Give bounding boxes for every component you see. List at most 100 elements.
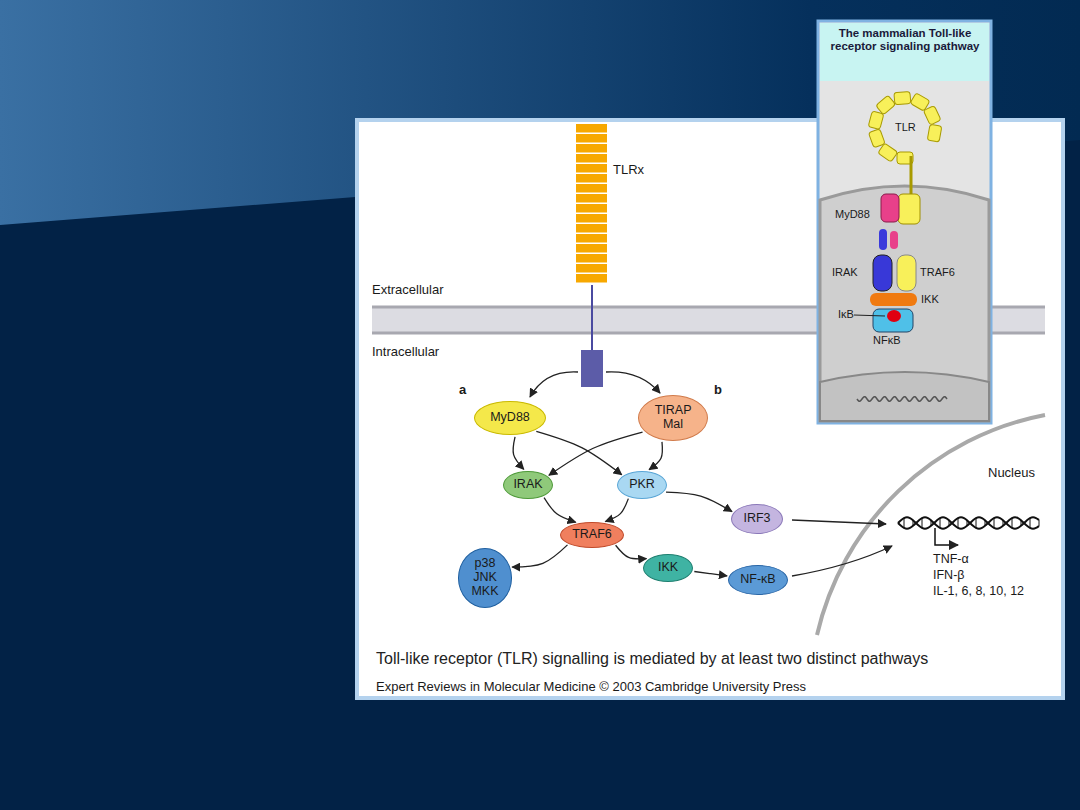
lrr-segment	[923, 106, 941, 126]
figure-label: a	[459, 383, 466, 398]
pathway-node: NF-κB	[728, 565, 788, 595]
pathway-node: TRAF6	[560, 522, 623, 548]
tlr-tir	[898, 194, 920, 224]
leader-line	[854, 315, 885, 316]
dna-rung	[913, 520, 914, 526]
receptor-segment	[576, 154, 607, 163]
pathway-node: PKR	[617, 471, 667, 499]
inset-label: NFκB	[873, 334, 901, 347]
receptor-segment	[576, 224, 607, 233]
node-text: IRAK	[513, 478, 542, 492]
arrow	[606, 372, 660, 393]
transcription-arrow	[935, 528, 958, 545]
inset-label: TLR	[895, 121, 916, 134]
dna-rung	[1003, 520, 1004, 526]
death-domain	[879, 229, 887, 250]
figure-label: IFN-β	[933, 568, 965, 582]
receptor-segment	[576, 134, 607, 143]
inset-figure	[818, 21, 991, 423]
traf6-shape	[897, 255, 916, 291]
signal-arrow	[513, 437, 524, 469]
signal-arrow	[512, 545, 567, 567]
figure-label: TNF-α	[933, 552, 969, 566]
inset-label: IκB	[838, 308, 854, 321]
irak-shape	[873, 255, 892, 291]
lrr-segment	[868, 111, 884, 130]
inset-label: TRAF6	[920, 266, 955, 279]
receptor-segment	[576, 124, 607, 133]
dna-rung	[1021, 520, 1022, 526]
transmembrane-stem	[591, 285, 593, 350]
receptor-segment	[576, 194, 607, 203]
tlr-receptor	[576, 124, 607, 387]
signal-arrow	[544, 498, 576, 523]
signal-arrow	[666, 492, 732, 511]
figure-label: Extracellular	[372, 283, 444, 298]
node-text: MyD88	[490, 411, 530, 425]
figure-label: Nucleus	[988, 466, 1035, 481]
dna-rung	[949, 520, 950, 526]
figure-label: IL-1, 6, 8, 10, 12	[933, 584, 1024, 598]
inset-dna	[857, 397, 947, 402]
arrow	[530, 372, 578, 397]
pathway-node: IRAK	[503, 471, 552, 499]
inset-nucleus	[820, 372, 989, 421]
inset-title-box	[820, 23, 989, 81]
node-text: PKR	[629, 478, 655, 492]
receptor-segment	[576, 234, 607, 243]
receptor-segment	[576, 244, 607, 253]
dna-strand	[898, 517, 1039, 528]
nuclear-envelope	[817, 415, 1045, 635]
inset-panel	[818, 21, 991, 423]
inset-cell-membrane	[820, 186, 989, 421]
death-domain	[890, 231, 898, 249]
signal-arrow	[649, 442, 662, 470]
pathway-node: MyD88	[474, 401, 546, 435]
receptor-segment	[576, 174, 607, 183]
lrr-segment	[878, 143, 898, 162]
inset-label: IKK	[921, 293, 939, 306]
inset-label: MyD88	[835, 208, 870, 221]
receptor-segment	[576, 254, 607, 263]
arrow	[792, 520, 886, 524]
node-text: IKK	[658, 561, 678, 575]
figure-panel	[357, 120, 1063, 698]
signal-arrow	[605, 499, 628, 522]
nfkb-shape	[873, 309, 913, 332]
dna-strand	[898, 517, 1039, 528]
lrr-segment	[868, 129, 885, 148]
dna-rung	[958, 518, 959, 528]
dna-rung	[940, 518, 941, 528]
dna-rung	[931, 520, 932, 526]
figure-label: b	[714, 383, 722, 398]
receptor-segment	[576, 274, 607, 283]
dna-helix	[898, 517, 1039, 528]
figure-label: TLRx	[613, 163, 644, 178]
node-text: p38 JNK MKK	[471, 557, 498, 598]
receptor-segment	[576, 214, 607, 223]
receptor-segment	[576, 164, 607, 173]
receptor-segment	[576, 204, 607, 213]
dna-rung	[985, 520, 986, 526]
signal-arrow	[694, 572, 727, 576]
node-text: TRAF6	[572, 528, 612, 542]
signal-arrow	[536, 431, 621, 474]
lrr-segment	[876, 95, 896, 114]
figure-label: Intracellular	[372, 345, 439, 360]
myd88-shape	[881, 194, 899, 222]
signal-arrow	[616, 545, 647, 559]
dna-rung	[922, 518, 923, 528]
pathway-node: IRF3	[731, 504, 783, 534]
inset-title: The mammalian Toll-like receptor signali…	[822, 27, 988, 53]
arrow	[792, 546, 892, 576]
ikk-shape	[870, 293, 917, 306]
receptor-segment	[576, 144, 607, 153]
ikb-shape	[887, 310, 901, 322]
tir-domain	[581, 350, 603, 387]
lrr-segment	[894, 91, 911, 104]
receptor-segment	[576, 264, 607, 273]
node-text: IRF3	[743, 512, 770, 526]
dna-rung	[904, 518, 905, 528]
figure-label: Expert Reviews in Molecular Medicine © 2…	[376, 680, 806, 695]
node-text: NF-κB	[740, 573, 775, 587]
